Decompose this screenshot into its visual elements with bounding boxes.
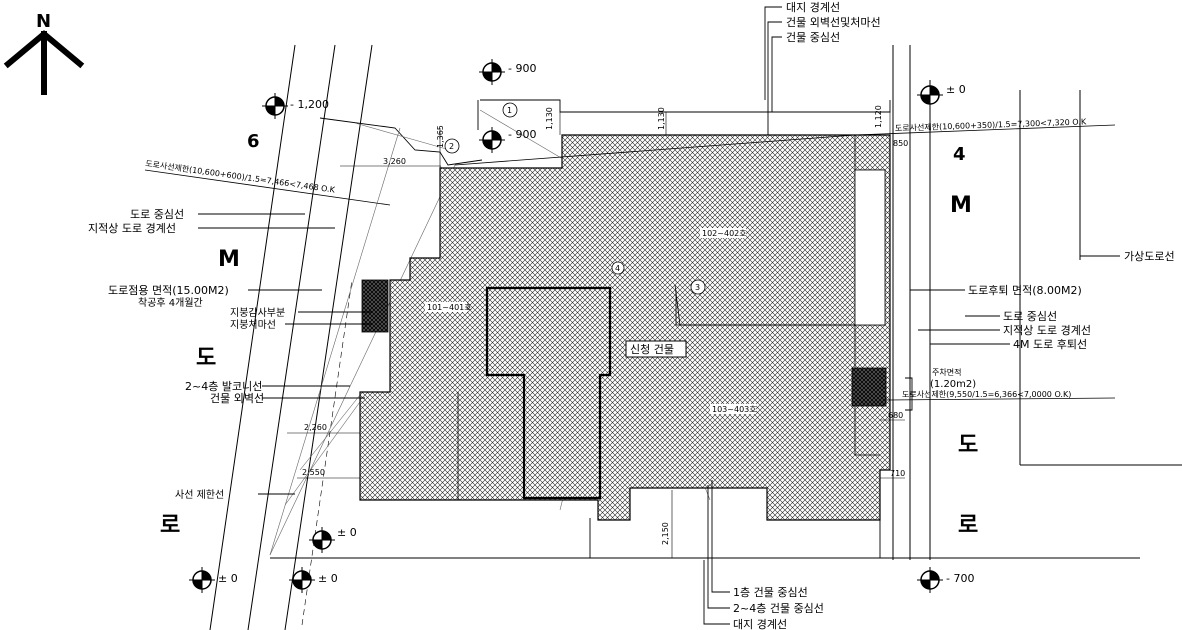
room-label-a: 101~401호: [427, 303, 472, 312]
dim-710: 710: [890, 469, 905, 478]
level-bottom-left-c: ± 0: [318, 572, 338, 585]
formula-left: 도로사선제한(10,600+600)/1.5=7,466<7,468 O.K: [145, 159, 336, 195]
right-label-parking-area: (1.20m2): [930, 379, 976, 390]
room-a-box: [425, 302, 467, 312]
road-6m-char2: 로: [160, 513, 180, 538]
level-top-center: - 900: [508, 62, 536, 75]
formula-right-mid: 도로사선제한(9,550/1.5=6,366<7,0000 O.K): [902, 390, 1071, 399]
left-label-road-area: 도로점용 면적(15.00M2): [108, 284, 229, 297]
dim-1120: 1,120: [874, 105, 883, 128]
right-label-parking: 주차면적: [932, 367, 961, 377]
dim-2150: 2,150: [661, 522, 670, 545]
left-label-road-center: 도로 중심선: [130, 208, 184, 221]
circle-1: 1: [507, 106, 512, 115]
top-label-outer-wall: 건물 외벽선및처마선: [786, 16, 881, 29]
north-label: N: [36, 11, 51, 32]
right-label-road-center: 도로 중심선: [1003, 310, 1057, 323]
top-label-center: 건물 중심선: [786, 31, 840, 44]
parking-area: [851, 367, 887, 407]
dim-1130-b: 1,130: [657, 107, 666, 130]
formula-lines: [144, 124, 1116, 401]
top-leaders: [764, 6, 782, 135]
bottom-label-1f-center: 1층 건물 중심선: [733, 586, 808, 599]
level-right-top: ± 0: [946, 83, 966, 96]
dim-680: 680: [888, 411, 903, 420]
dimension-lines: [287, 112, 905, 558]
left-label-roof-top: 지붕감사부분: [230, 307, 285, 319]
building-label: 신청 건물: [630, 343, 674, 356]
north-arrow-icon: N: [3, 11, 85, 95]
building-footprint: [359, 134, 891, 521]
right-label-setback-4m: 4M 도로 후퇴선: [1013, 338, 1087, 351]
level-bottom-right: - 700: [946, 572, 974, 585]
room-label-c: 103~403호: [712, 405, 757, 414]
level-bottom-left-b: ± 0: [218, 572, 238, 585]
road-4m-digit: 4: [953, 144, 966, 165]
road-4m-unit: M: [950, 193, 972, 218]
bottom-label-2-4f-center: 2~4층 건물 중심선: [733, 602, 824, 615]
light-well-right: [854, 169, 886, 326]
right-label-virtual-road: 가상도로선: [1124, 250, 1175, 263]
road-4m-char1: 도: [958, 433, 978, 458]
left-label-road-area-period: 착공후 4개월간: [138, 297, 203, 309]
level-mid-top: - 900: [508, 128, 536, 141]
roof-inspection-area: [361, 279, 389, 333]
road-6m-digit: 6: [247, 131, 260, 152]
dim-2260: 2,260: [304, 423, 327, 432]
left-label-cadastral: 지적상 도로 경계선: [88, 222, 176, 235]
right-label-setback-area: 도로후퇴 면적(8.00M2): [968, 284, 1082, 297]
level-marker-icons: [189, 59, 943, 593]
road-4m-char2: 로: [958, 513, 978, 538]
road-6m-char1: 도: [196, 346, 216, 371]
dim-850: 850: [893, 139, 908, 148]
formula-right-top: 도로사선제한(10,600+350)/1.5=7,300<7,320 O.K: [895, 117, 1087, 133]
room-label-b: 102~402호: [702, 229, 747, 238]
circle-4: 4: [615, 264, 620, 273]
room-c-box: [710, 404, 756, 414]
upper-floor-outline: [454, 134, 886, 500]
road-6m-unit: M: [218, 247, 240, 272]
level-bottom-left-a: ± 0: [337, 526, 357, 539]
right-leaders: [905, 255, 1120, 411]
dim-1365: 1,365: [436, 125, 445, 148]
core-outline: [485, 286, 612, 500]
left-label-balcony: 2~4층 발코니선: [185, 380, 262, 393]
dim-3260: 3,260: [383, 157, 406, 166]
dim-2550: 2,550: [302, 468, 325, 477]
left-leaders: [198, 213, 372, 495]
circle-2: 2: [449, 142, 454, 151]
dim-1130-a: 1,130: [545, 107, 554, 130]
building-label-box: [625, 340, 687, 358]
bottom-leaders: [703, 480, 730, 625]
top-label-site-boundary: 대지 경계선: [786, 1, 840, 14]
right-label-cadastral: 지적상 도로 경계선: [1003, 324, 1091, 337]
road-lines-left: [209, 44, 373, 630]
level-left-top: - 1,200: [290, 98, 329, 111]
numbered-circles: [444, 102, 706, 295]
left-label-setback-line: 사선 제한선: [175, 489, 224, 501]
bottom-label-site-boundary: 대지 경계선: [733, 618, 787, 630]
circle-3: 3: [695, 283, 700, 292]
left-label-eaves: 지붕처마선: [230, 319, 276, 331]
room-b-box: [700, 228, 746, 238]
left-label-outer-wall: 건물 외벽선: [210, 392, 264, 405]
road-lines-right: [892, 45, 1182, 560]
